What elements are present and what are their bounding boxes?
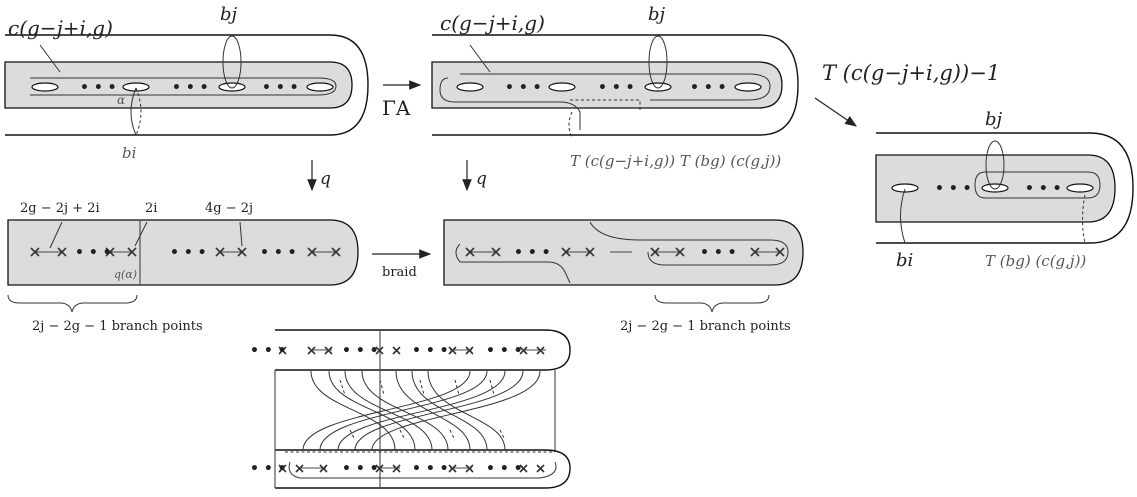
- label-c-top-mid: c(g−j+i,g): [440, 11, 545, 35]
- label-branch-mid: 2j − 2g − 1 branch points: [620, 319, 791, 334]
- handle-hole: [891, 183, 1094, 193]
- dots: • • •: [690, 80, 727, 96]
- dots: • • •: [700, 245, 737, 261]
- label-alpha: α: [117, 93, 125, 107]
- label-bj-right: bj: [985, 109, 1003, 130]
- dots: • • •: [486, 461, 523, 477]
- label-braid: braid: [382, 265, 417, 280]
- branch-point: [30, 247, 341, 257]
- label-c-top-left: c(g−j+i,g): [8, 16, 113, 40]
- dots: • • •: [486, 343, 523, 359]
- dots: • • •: [598, 80, 635, 96]
- dots: • • •: [260, 245, 297, 261]
- dots: • • •: [170, 245, 207, 261]
- dots: • • •: [514, 245, 551, 261]
- dots: • • •: [80, 80, 117, 96]
- label-q-mid: q: [476, 169, 487, 189]
- dots: • • •: [1025, 181, 1062, 197]
- dots: • • •: [935, 181, 972, 197]
- label-bi-right: bi: [896, 250, 913, 271]
- dots: • • •: [505, 80, 542, 96]
- label-q-left: q: [320, 169, 331, 189]
- surface-top-left: • • • • • • • • •: [4, 34, 369, 136]
- label-2i: 2i: [145, 201, 157, 216]
- label-2g-2j-2i: 2g − 2j + 2i: [20, 201, 100, 216]
- dots: • • •: [342, 461, 379, 477]
- label-T-inverse: T (c(g−j+i,g))−1: [822, 61, 1000, 85]
- dots: • • •: [75, 245, 112, 261]
- braid-cylinder: • • • • • • • • • • • • • • • • • • • • …: [250, 329, 571, 489]
- label-4g-2j: 4g − 2j: [205, 201, 253, 216]
- dots: • • •: [250, 461, 287, 477]
- braid-strand: [302, 370, 541, 451]
- dots: • • •: [172, 80, 209, 96]
- branch-strip-left: • • • • • • • • •: [7, 219, 359, 313]
- label-q-alpha: q(α): [114, 268, 137, 281]
- handle-hole: [456, 82, 762, 92]
- dots: • • •: [412, 343, 449, 359]
- label-T-bg-c: T (bg) (c(g,j)): [985, 252, 1086, 270]
- branch-point: [465, 247, 785, 257]
- label-bi-top-left: bi: [122, 144, 137, 162]
- handle-hole: [31, 82, 334, 92]
- label-branch-left: 2j − 2g − 1 branch points: [32, 319, 203, 334]
- label-T-product: T (c(g−j+i,g)) T (bg) (c(g,j)): [570, 152, 781, 170]
- braid-strand-hidden: [339, 379, 506, 441]
- label-bj-top-mid: bj: [648, 4, 666, 25]
- label-bj-top-left: bj: [220, 4, 238, 25]
- dots: • • •: [342, 343, 379, 359]
- surface-right: • • • • • •: [875, 132, 1134, 244]
- dots: • • •: [412, 461, 449, 477]
- label-gamma: ΓA: [382, 96, 411, 120]
- arrow-T-inverse: [814, 97, 857, 127]
- surface-top-middle: • • • • • • • • •: [431, 34, 799, 139]
- dots: • • •: [250, 343, 287, 359]
- dots: • • •: [262, 80, 299, 96]
- branch-strip-middle: • • • • • •: [443, 219, 804, 313]
